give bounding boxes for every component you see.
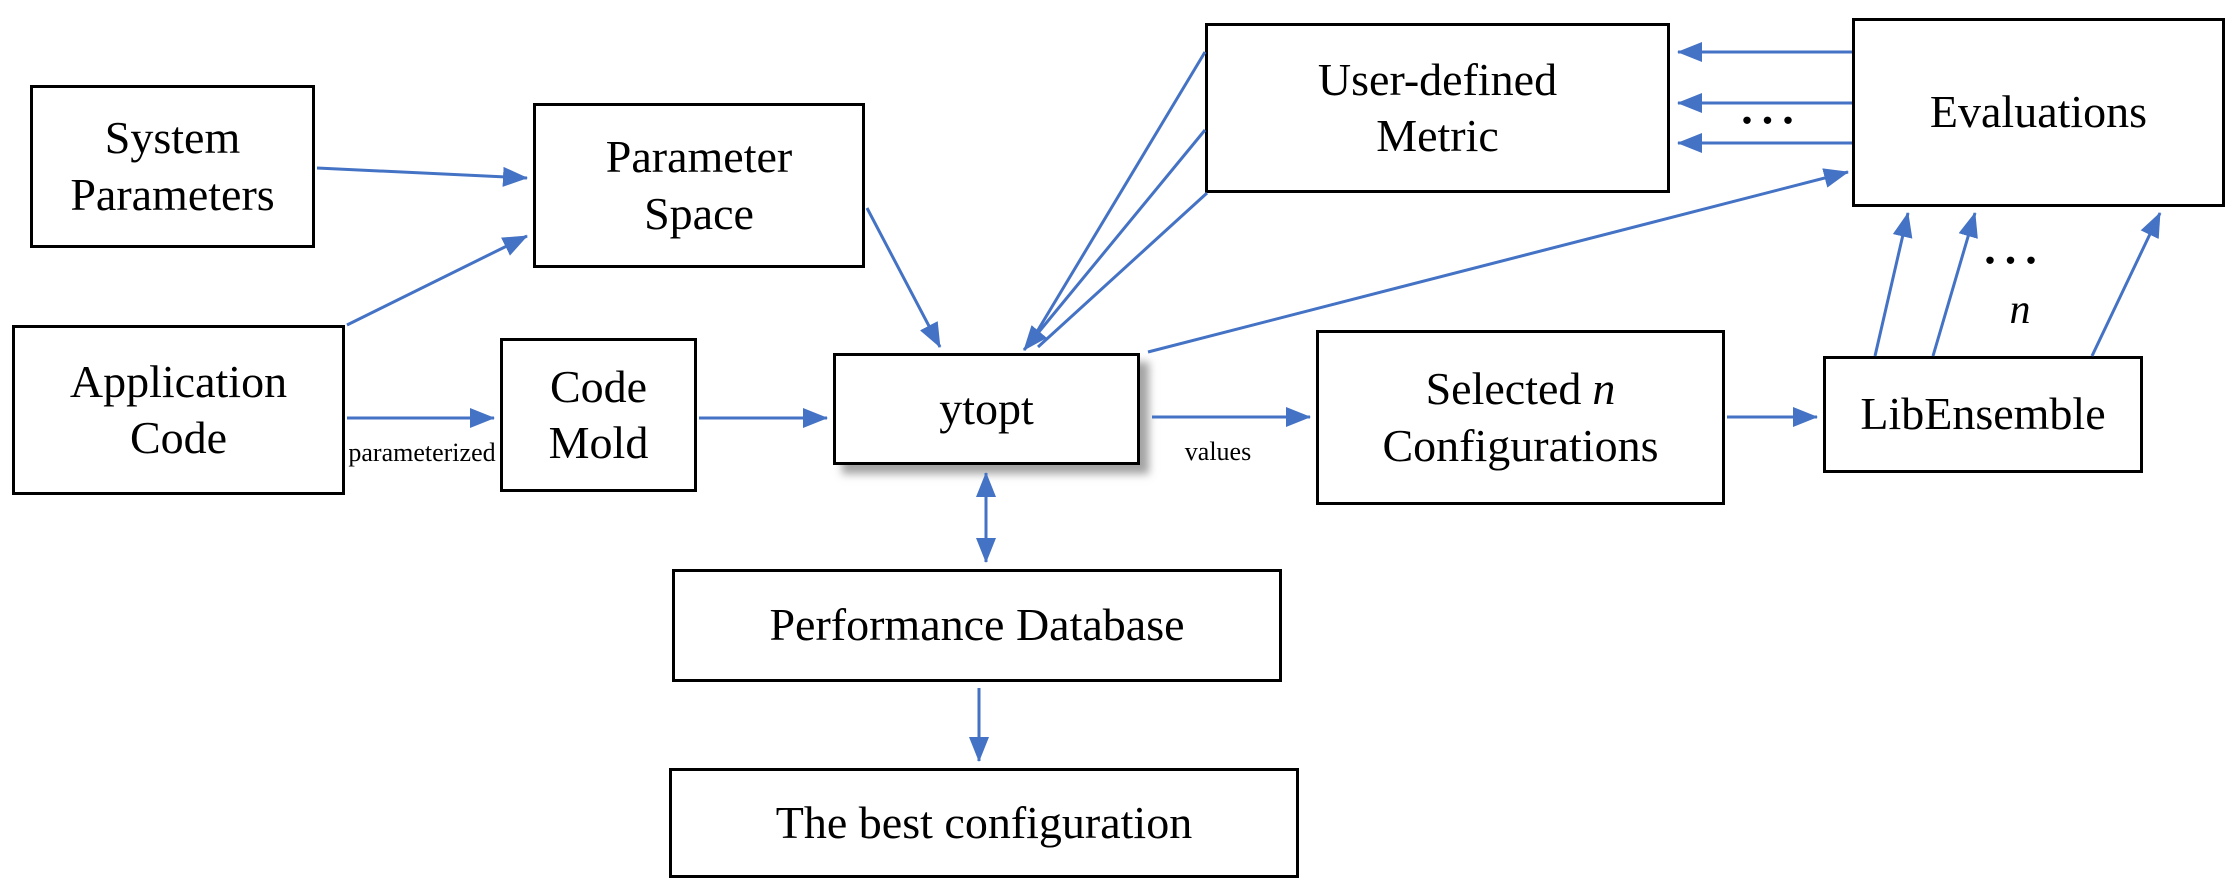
node-best-configuration: The best configuration bbox=[669, 768, 1299, 878]
node-label: The best configuration bbox=[775, 796, 1193, 848]
node-label: Code bbox=[129, 412, 228, 463]
node-label: Evaluations bbox=[1929, 86, 2148, 138]
node-performance-database: Performance Database bbox=[672, 569, 1282, 682]
node-label: Parameter bbox=[605, 131, 793, 183]
node-label: User-defined bbox=[1317, 53, 1558, 105]
node-label: LibEnsemble bbox=[1860, 388, 2106, 440]
node-label: Configurations bbox=[1382, 419, 1659, 471]
arrow-parameter-space-to-ytopt bbox=[865, 207, 942, 348]
arrow-libensemble-to-evaluations-2 bbox=[1931, 212, 1978, 357]
node-label: Parameters bbox=[70, 168, 275, 220]
node-label: Code bbox=[549, 360, 648, 412]
node-application-code: Application Code bbox=[12, 325, 345, 495]
arrow-metric-to-ytopt-2 bbox=[1022, 129, 1207, 351]
node-label: System bbox=[104, 112, 241, 164]
node-code-mold: Code Mold bbox=[500, 338, 697, 492]
node-libensemble: LibEnsemble bbox=[1823, 356, 2143, 473]
node-system-parameters: System Parameters bbox=[30, 85, 315, 248]
arrow-system-parameters-to-parameter-space bbox=[316, 166, 528, 187]
node-label: ytopt bbox=[939, 382, 1034, 434]
node-label: Metric bbox=[1376, 110, 1499, 161]
node-evaluations: Evaluations bbox=[1852, 18, 2225, 207]
edge-label-parameterized: parameterized bbox=[348, 438, 496, 467]
edge-label-values: values bbox=[1184, 437, 1252, 466]
node-ytopt: ytopt bbox=[833, 353, 1140, 465]
arrow-metric-to-ytopt-3 bbox=[1036, 191, 1209, 349]
node-label-variable: n bbox=[1592, 363, 1616, 415]
arrow-ytopt-to-evaluations bbox=[1147, 168, 1849, 354]
worker-count-label: n bbox=[2009, 287, 2031, 333]
node-parameter-space: Parameter Space bbox=[533, 103, 865, 268]
node-label: Space bbox=[644, 187, 754, 239]
node-label: Mold bbox=[548, 417, 649, 468]
ellipsis-libensemble-to-evaluations: ... bbox=[1984, 222, 2046, 274]
node-user-defined-metric: User-defined Metric bbox=[1205, 23, 1670, 193]
arrow-application-code-to-parameter-space bbox=[346, 234, 528, 327]
node-label-text: Selected bbox=[1425, 363, 1582, 415]
arrow-libensemble-to-evaluations-n bbox=[2090, 212, 2162, 357]
node-label: Application bbox=[69, 355, 288, 407]
arrow-metric-to-ytopt-1 bbox=[1030, 51, 1207, 341]
arrow-libensemble-to-evaluations-1 bbox=[1873, 212, 1913, 357]
ellipsis-evaluations-to-metric: ... bbox=[1741, 82, 1803, 134]
node-label: Performance Database bbox=[769, 599, 1185, 651]
